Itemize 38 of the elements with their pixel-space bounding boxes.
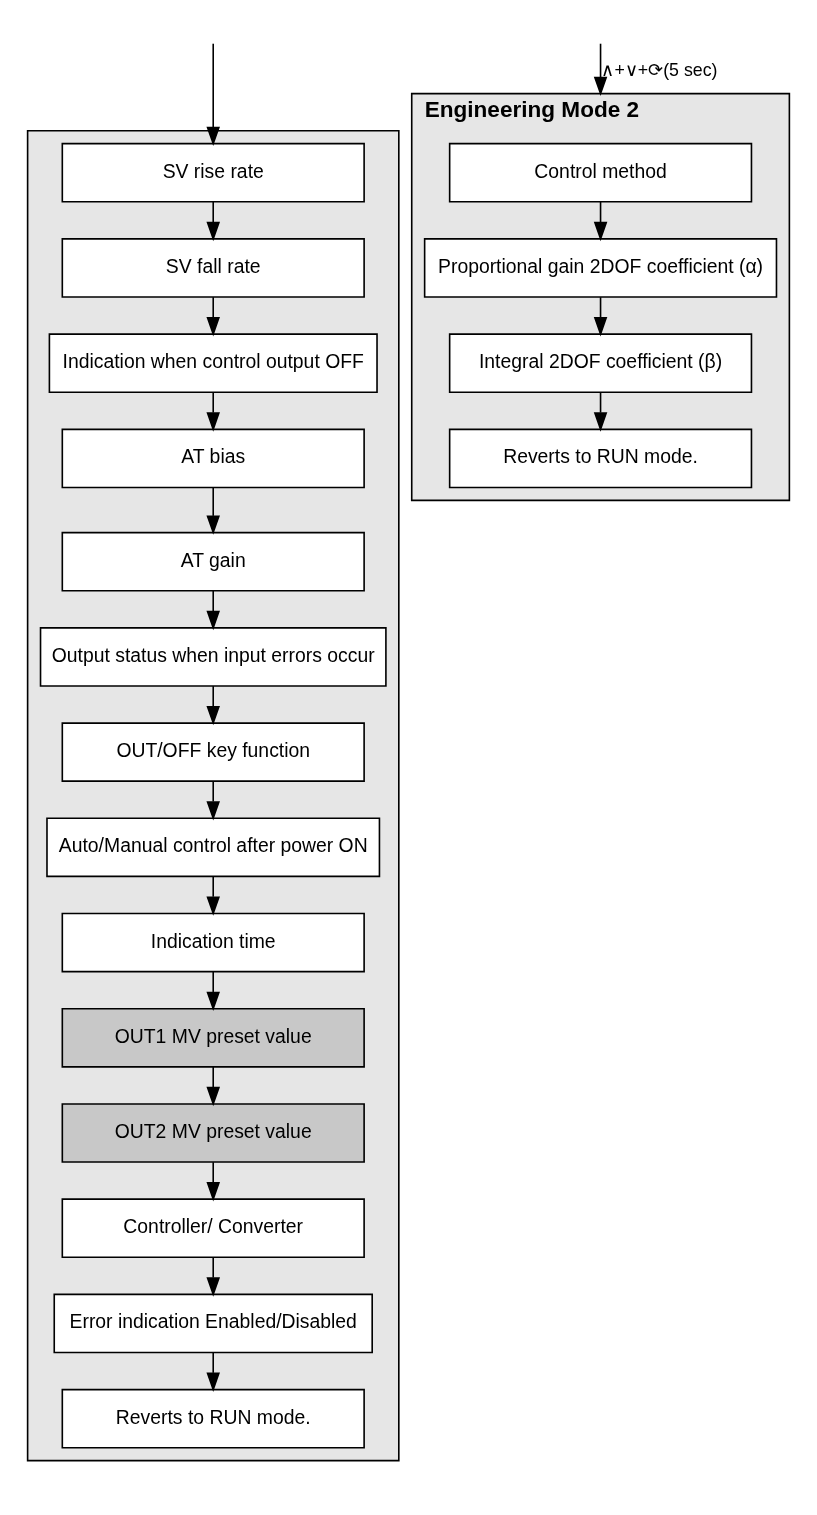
arrow <box>593 42 608 96</box>
arrow <box>593 200 608 241</box>
node-box: Auto/Manual control after power ON <box>46 817 381 877</box>
node-box: SV fall rate <box>61 237 365 298</box>
node-box: SV rise rate <box>61 142 365 203</box>
arrow <box>206 1065 220 1106</box>
arrow <box>206 1256 220 1297</box>
node-box: Reverts to RUN mode. <box>61 1388 365 1449</box>
node-box: Indication time <box>61 912 365 972</box>
node-box: Error indication Enabled/Disabled <box>53 1293 373 1353</box>
node-box: Indication when control output OFF <box>48 332 378 393</box>
arrow <box>206 200 220 241</box>
arrow <box>206 970 220 1011</box>
arrow <box>206 1351 220 1392</box>
node-box: OUT1 MV preset value <box>61 1007 365 1068</box>
arrow <box>206 1160 220 1201</box>
node-box: Output status when input errors occur <box>39 626 387 687</box>
node-box: AT bias <box>61 428 365 488</box>
arrow <box>593 295 608 336</box>
node-box: Reverts to RUN mode. <box>448 428 753 488</box>
arrow <box>206 684 220 725</box>
node-box: OUT/OFF key function <box>61 721 365 782</box>
arrow <box>206 295 220 336</box>
node-box: Proportional gain 2DOF coefficient (α) <box>423 237 778 298</box>
arrow <box>206 589 220 630</box>
arrow <box>206 42 220 146</box>
arrow <box>593 391 608 432</box>
arrow <box>206 486 220 535</box>
node-box: AT gain <box>61 531 365 592</box>
node-box: Controller/ Converter <box>61 1197 365 1258</box>
node-box: Integral 2DOF coefficient (β) <box>448 332 753 393</box>
edge-label: ∧+∨+⟳(5 sec) <box>601 59 718 80</box>
arrow <box>206 391 220 432</box>
arrow <box>206 875 220 916</box>
node-box: OUT2 MV preset value <box>61 1102 365 1163</box>
cluster <box>26 129 400 1461</box>
node-box: Control method <box>448 142 753 203</box>
arrow <box>206 780 220 821</box>
